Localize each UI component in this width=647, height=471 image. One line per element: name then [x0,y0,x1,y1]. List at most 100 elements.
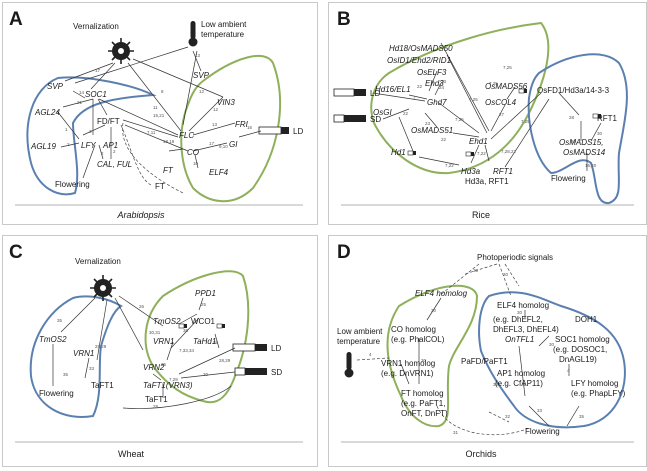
gene-ap1: AP1 [102,141,118,150]
ref-number: 7,22 [477,151,486,156]
thermometer-icon [344,352,354,378]
ref-number: 17 [95,68,101,73]
ref-number: 12 [213,107,219,112]
gene-ppd1: PPD1 [195,289,216,298]
ref-number: 28,29 [219,358,231,363]
ref-number: 13 [195,53,201,58]
ref-number: 33 [89,366,95,371]
ref-number: 22 [403,111,409,116]
photoperiodic-label: Photoperiodic signals [477,253,553,262]
gene-osmads15: OsMADS15, [559,138,603,147]
gene-rft1-right: RFT1 [597,114,618,123]
ref-number: 2 [101,151,104,156]
panel-b: B LD SD 7,25 7,25 7,25 22 7 23 24 27 22 … [328,2,647,225]
photoperiod-mini-bar [178,323,225,329]
ref-number: 38 [213,340,219,345]
gene-ft-l1: FT homolog [401,389,444,398]
gene-ontfl1: OnTFL1 [505,335,534,344]
ref-number: 13 [212,122,218,127]
panel-letter: A [9,9,23,30]
ref-number: 30,31 [149,330,161,335]
gene-osmads56: OsMADS56 [485,82,528,91]
ref-number: 35 [63,372,69,377]
gene-ft-l2: (e.g. PaFT1, [401,399,445,408]
ref-number: 35 [579,414,585,419]
gene-tmos2-left: TmOS2 [39,335,67,344]
ref-number: 4 [369,352,372,357]
panel-caption: Rice [472,210,490,220]
ref-number: 7,25 [521,119,530,124]
ref-number: 7,28,22 [501,149,517,154]
gene-agl24: AGL24 [34,108,60,117]
panel-caption: Wheat [118,449,145,459]
flowering-label: Flowering [39,389,74,398]
ref-number: 33 [537,408,543,413]
sd-photoperiod-bar [234,367,267,376]
gene-soc1-l1: SOC1 homolog [555,335,610,344]
sd-photoperiod-bar [333,114,366,123]
flowering-label: Flowering [55,180,90,189]
ref-number: 30 [549,342,555,347]
gene-pafd: PaFD/PaFT1 [461,357,508,366]
gene-vrn1-right: VRN1 [153,337,174,346]
ref-number: 2 [67,142,70,147]
gene-oself3: OsELF3 [417,68,447,77]
panel-b-diagram: B LD SD 7,25 7,25 7,25 22 7 23 24 27 22 … [333,9,634,220]
flowering-label: Flowering [551,174,586,183]
gene-ehd1: Ehd1 [469,137,488,146]
gene-wco1: WCO1 [191,317,216,326]
ref-number: 27 [499,112,505,117]
ref-number: 7,25 [455,117,464,122]
gene-taft1-left: TaFT1 [91,381,114,390]
ref-number: 24 [439,85,445,90]
panel-letter: C [9,242,23,263]
gene-ap1-l1: AP1 homolog [497,369,545,378]
ref-number: 22 [417,84,423,89]
gene-tahd1: TaHd1 [193,337,216,346]
gene-soc1-l2: (e.g. DOSOC1, [553,345,607,354]
ref-number: 28 [153,404,159,409]
blue-region [29,295,123,418]
regulatory-edges [52,295,236,409]
gene-vrn1-l2: (e.g. DnVRN1) [381,369,434,378]
gene-taft1-vrn3: TaFT1(VRN3) [143,381,193,390]
gene-vin3: VIN3 [217,98,235,107]
gene-ehd3: Ehd3 [425,79,444,88]
gene-gi: GI [229,140,238,149]
ref-number: 9,10 [219,144,228,149]
gene-osid1: OsID1/Ehd2/RID1 [387,56,451,65]
panel-a: A Vernalization Low ambient temperature … [2,2,318,225]
ref-number: 2 [113,149,116,154]
gene-osmads14: OsMADS14 [563,148,606,157]
ref-number: 35 [57,318,63,323]
ref-number: 32 [493,382,499,387]
ref-number: 8 [161,89,164,94]
ref-number: 30 [517,310,523,315]
ref-number: 17 [209,141,215,146]
ref-number: 10 [193,161,199,166]
ref-number: 25 [201,302,207,307]
ref-number: 22 [441,137,447,142]
ld-label: LD [293,127,303,136]
panel-d-diagram: D Photoperiodic signals Low ambient temp… [337,242,634,459]
gene-lfy-l1: LFY homolog [571,379,618,388]
ref-number: 4 [523,382,526,387]
gene-soc1-l3: DnAGL19) [559,355,597,364]
blue-region [527,53,628,204]
gene-osgi: OsGI [373,108,392,117]
ref-number: 7,33,34 [179,348,195,353]
gene-oscol4: OsCOL4 [485,98,517,107]
panel-d: D Photoperiodic signals Low ambient temp… [328,235,647,467]
panel-c-diagram: C Vernalization LD SD 35 35 25,29 26 30,… [9,242,303,459]
gene-flc: FLC [179,131,194,140]
low-temp-label-1: Low ambient [337,327,383,336]
gene-ft-inner: FT [163,166,174,175]
ref-number: 14 [79,90,85,95]
gene-vrn1-left: VRN1 [73,349,94,358]
ref-number: 31 [453,430,459,435]
regulatory-edges [372,42,602,171]
gene-doh1: DOH1 [575,315,598,324]
thermometer-icon [188,21,198,47]
gene-fd-ft: FD/FT [97,117,120,126]
gene-lfy-l2: (e.g. PhapLFY) [571,389,626,398]
